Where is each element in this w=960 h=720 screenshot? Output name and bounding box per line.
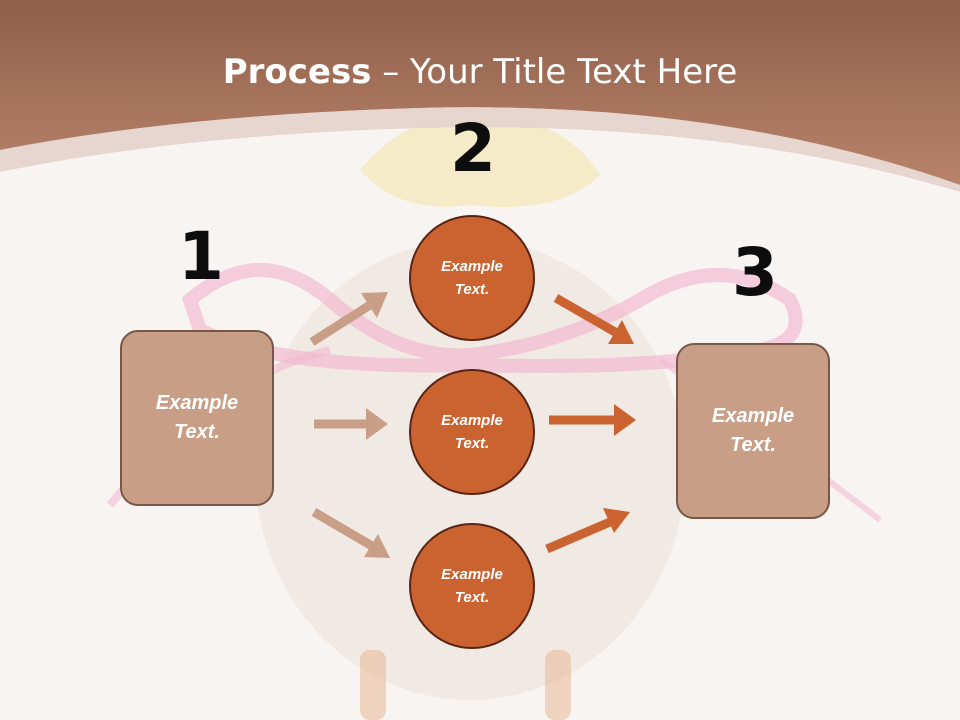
left-process-box: Example Text. [120, 330, 274, 506]
arrow-top-to-right [553, 294, 634, 344]
circle-bottom-text: Example Text. [441, 565, 503, 606]
circle-top: Example Text. [409, 215, 535, 341]
circle-bottom: Example Text. [409, 523, 535, 649]
left-box-text: Example Text. [155, 392, 239, 443]
arrow-left-to-top [309, 292, 388, 346]
right-box-text: Example Text. [711, 405, 795, 456]
right-process-box: Example Text. [676, 343, 830, 519]
title-bold: Process [222, 52, 372, 92]
slide-title: Process – Your Title Text Here [0, 52, 960, 92]
step-number-1: 1 [178, 218, 224, 295]
header-band [0, 0, 960, 185]
arrow-bottom-to-right [545, 508, 630, 554]
circle-top-text: Example Text. [441, 257, 503, 298]
arrow-left-to-bottom [311, 508, 390, 558]
arrow-left-to-middle [314, 408, 388, 440]
circle-middle: Example Text. [409, 369, 535, 495]
step-number-3: 3 [732, 234, 778, 311]
chick-illustration [360, 118, 600, 207]
title-rest: – Your Title Text Here [371, 52, 738, 92]
step-number-2: 2 [450, 110, 496, 187]
arrow-middle-to-right [549, 404, 636, 436]
circle-middle-text: Example Text. [441, 411, 503, 452]
